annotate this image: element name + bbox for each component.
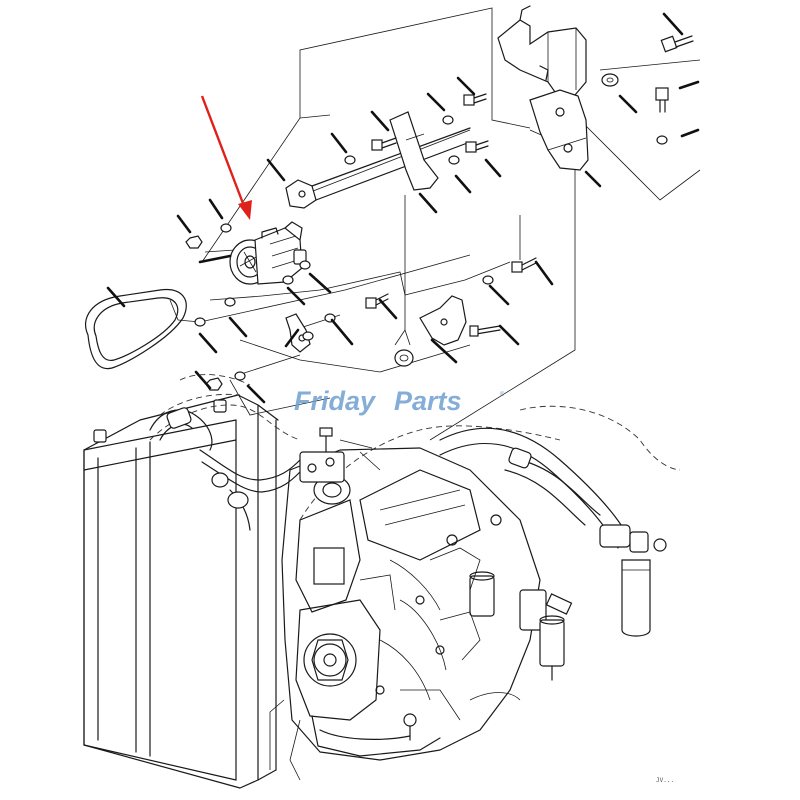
radiator <box>83 394 279 789</box>
spacer-collar <box>394 349 414 367</box>
washer-10 <box>194 317 206 327</box>
mounting-stay-right <box>419 295 467 346</box>
washer-5 <box>448 155 460 165</box>
upper-hose <box>149 407 301 531</box>
washer-6 <box>220 223 232 233</box>
ac-compressor <box>229 221 307 285</box>
washer-13 <box>234 371 246 381</box>
engine-block <box>269 427 573 781</box>
washer-2 <box>656 135 668 145</box>
washer-11 <box>482 275 494 285</box>
bolt-2 <box>655 87 669 113</box>
bolt-6 <box>511 257 537 273</box>
watermark-friday: Friday <box>294 386 377 416</box>
bolt-4 <box>371 137 397 151</box>
engine-assembly <box>83 374 681 789</box>
nut-2 <box>205 377 223 391</box>
washer-4 <box>344 155 356 165</box>
washer-1 <box>601 73 619 87</box>
fridayparts-watermark: Friday Parts ® <box>294 386 505 416</box>
nut-1 <box>185 235 203 249</box>
washer-3 <box>442 115 454 125</box>
coolant-hoses <box>149 374 681 521</box>
bolt-3 <box>463 93 487 106</box>
highlight-arrow <box>200 95 252 220</box>
bolt-1 <box>660 35 694 53</box>
washer-9 <box>224 297 236 307</box>
upper-right-bracket <box>497 5 589 171</box>
bracket-plate <box>389 111 439 191</box>
drawing-code: JV... <box>656 777 674 784</box>
callout-leaders <box>106 12 700 404</box>
compressor-bracket <box>285 127 471 209</box>
washer-8 <box>299 260 311 270</box>
watermark-parts: Parts <box>394 386 462 416</box>
mounting-stay-left <box>285 313 311 353</box>
washer-7 <box>282 275 294 285</box>
right-hose <box>439 427 667 637</box>
washer-14 <box>302 331 314 341</box>
watermark-registered-mark: ® <box>500 391 505 398</box>
exploded-view-frame <box>169 7 701 441</box>
bolt-5 <box>465 140 489 153</box>
bolt-8 <box>469 325 501 337</box>
drive-belt <box>84 289 187 370</box>
